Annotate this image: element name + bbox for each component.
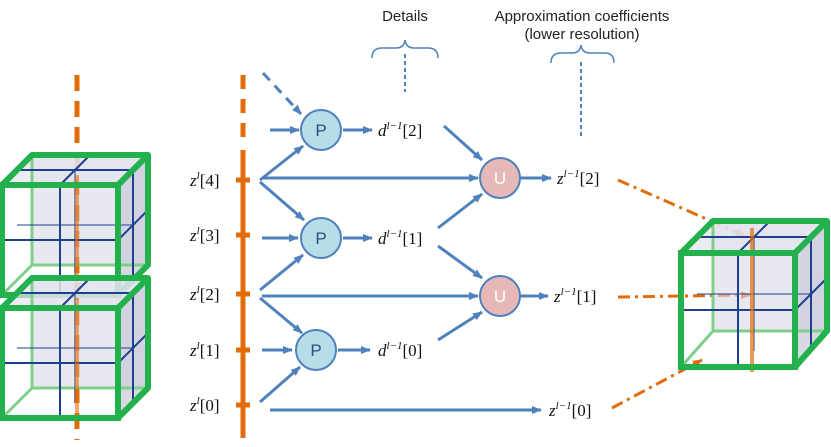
approximation-caption-line2: (lower resolution)	[524, 26, 640, 43]
left-cube-stack-icon	[0, 75, 151, 440]
update-node-top: U	[479, 157, 521, 199]
input-signal-axis	[236, 75, 250, 438]
right-cube-icon	[678, 218, 830, 372]
detail-label-d1: dl−1[1]	[378, 228, 422, 248]
details-brace	[371, 39, 439, 92]
predict-node-top: P	[300, 109, 342, 151]
input-labels: zl[4] zl[3] zl[2] zl[1] zl[0]	[189, 170, 220, 415]
approximation-caption-line1: Approximation coefficients	[494, 8, 670, 25]
predict-node-middle: P	[300, 217, 342, 259]
detail-label-d2: dl−1[2]	[378, 120, 422, 140]
update-node-bottom: U	[479, 275, 521, 317]
detail-labels: dl−1[2] dl−1[1] dl−1[0]	[378, 120, 422, 360]
top-cube	[0, 152, 151, 300]
update-label: U	[494, 169, 506, 188]
input-label-z1: zl[1]	[189, 340, 220, 360]
output-label-z1: zl−1[1]	[553, 286, 596, 306]
input-label-z4: zl[4]	[189, 170, 220, 190]
input-label-z0: zl[0]	[189, 395, 220, 415]
flow-arrows	[259, 71, 552, 414]
input-label-z2: zl[2]	[189, 284, 220, 304]
approximation-brace	[550, 44, 615, 136]
predict-node-bottom: P	[295, 329, 337, 371]
details-caption: Details	[382, 8, 428, 25]
predict-label: P	[310, 341, 321, 360]
predict-label: P	[315, 121, 326, 140]
update-label: U	[494, 287, 506, 306]
input-label-z3: zl[3]	[189, 225, 220, 245]
bottom-cube	[0, 275, 151, 425]
output-label-z0: zl−1[0]	[548, 400, 591, 420]
output-labels: zl−1[2] zl−1[1] zl−1[0]	[548, 168, 599, 420]
detail-label-d0: dl−1[0]	[378, 340, 422, 360]
predict-label: P	[315, 229, 326, 248]
output-label-z2: zl−1[2]	[556, 168, 599, 188]
approximation-caption: Approximation coefficients (lower resolu…	[470, 8, 694, 44]
